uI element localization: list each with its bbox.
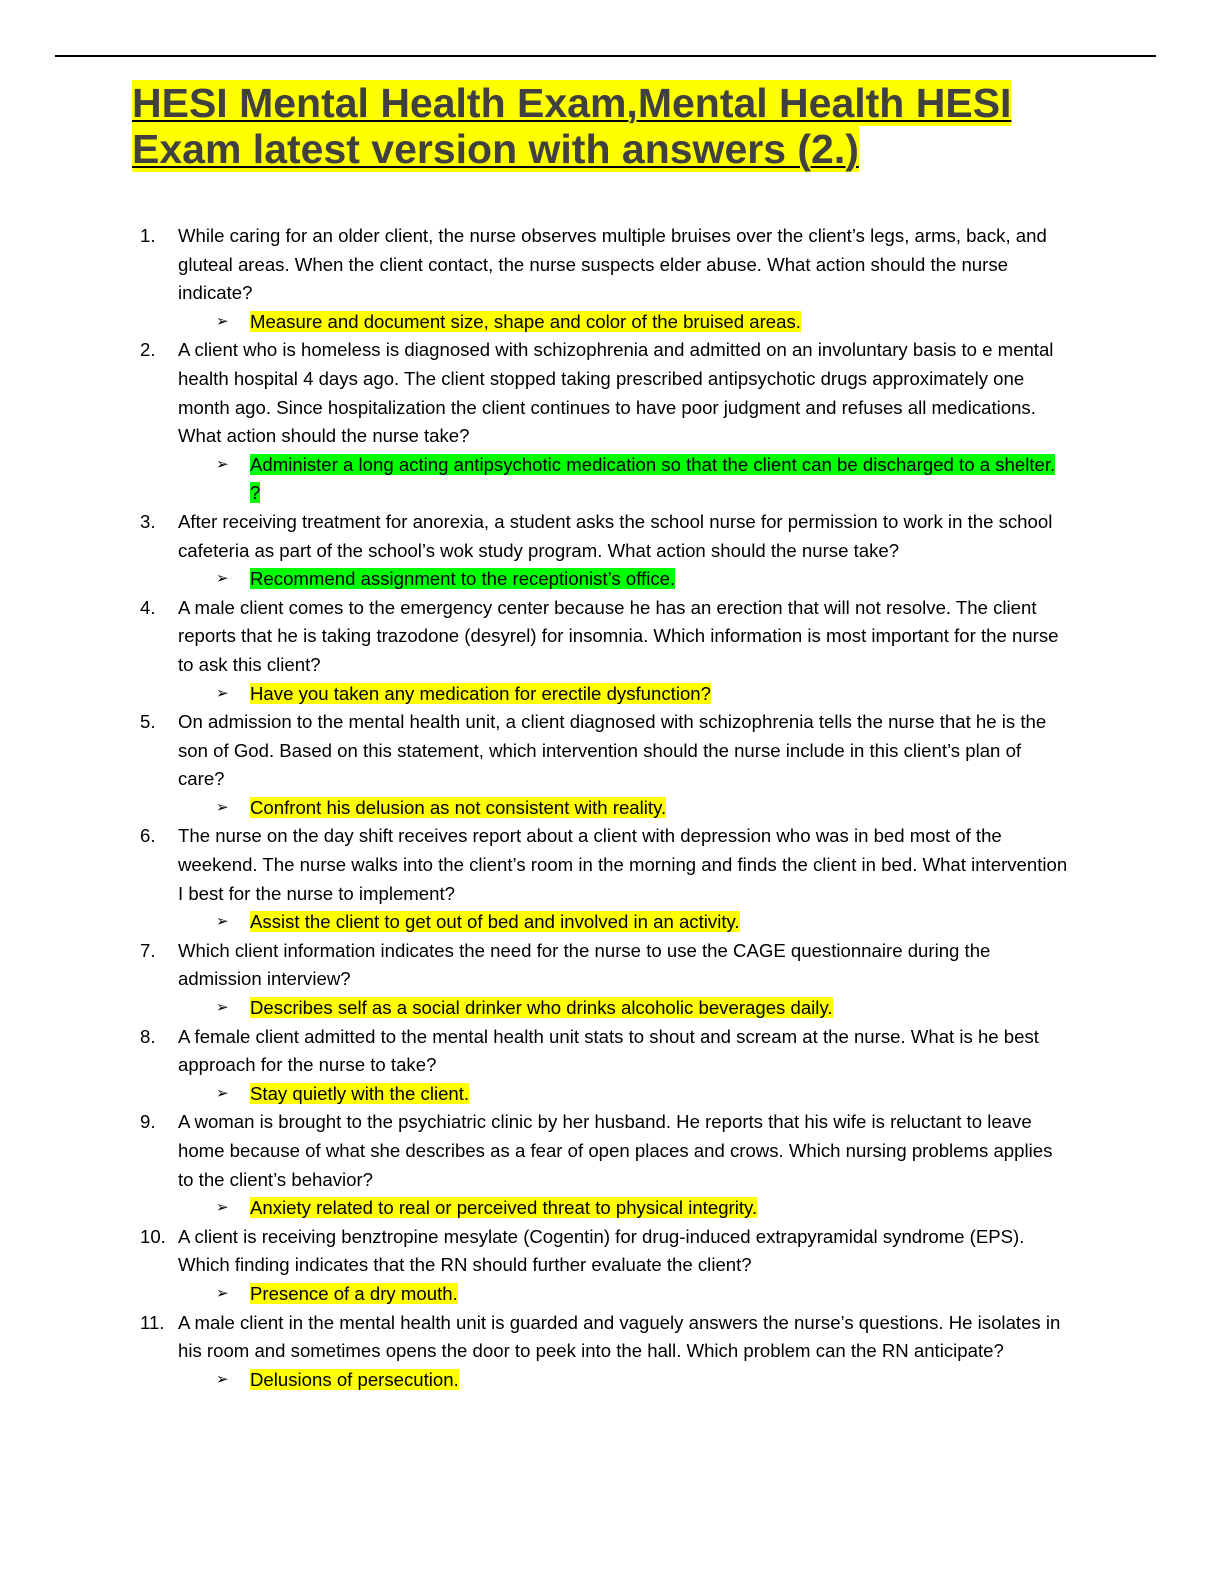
question-item: 9. A woman is brought to the psychiatric… (140, 1108, 1070, 1222)
question-item: 11. A male client in the mental health u… (140, 1309, 1070, 1395)
arrow-bullet-icon: ➢ (216, 913, 229, 931)
answer-text: Have you taken any medication for erecti… (250, 682, 711, 704)
arrow-bullet-icon: ➢ (216, 999, 229, 1017)
question-item: 4. A male client comes to the emergency … (140, 594, 1070, 708)
answer-text: Describes self as a social drinker who d… (250, 997, 833, 1019)
answer-text: Delusions of persecution. (250, 1368, 459, 1390)
answer-row: ➢ Have you taken any medication for erect… (178, 680, 1070, 709)
arrow-bullet-icon: ➢ (216, 455, 229, 473)
arrow-bullet-icon: ➢ (216, 1284, 229, 1302)
answer-row: ➢ Assist the client to get out of bed and… (178, 908, 1070, 937)
question-item: 1. While caring for an older client, the… (140, 222, 1070, 336)
question-text: A male client comes to the emergency cen… (178, 596, 1059, 675)
answer-text: Confront his delusion as not consistent … (250, 796, 667, 818)
arrow-bullet-icon: ➢ (216, 798, 229, 816)
question-text: On admission to the mental health unit, … (178, 711, 1047, 790)
question-item: 7. Which client information indicates th… (140, 937, 1070, 1023)
question-text: A woman is brought to the psychiatric cl… (178, 1111, 1053, 1190)
answer-row: ➢ Presence of a dry mouth. (178, 1280, 1070, 1309)
question-item: 2. A client who is homeless is diagnosed… (140, 336, 1070, 508)
arrow-bullet-icon: ➢ (216, 1084, 229, 1102)
answer-row: ➢ Describes self as a social drinker who … (178, 994, 1070, 1023)
question-text: A female client admitted to the mental h… (178, 1025, 1039, 1076)
question-item: 8. A female client admitted to the menta… (140, 1023, 1070, 1109)
question-text: Which client information indicates the n… (178, 939, 991, 990)
arrow-bullet-icon: ➢ (216, 312, 229, 330)
question-number: 2. (140, 339, 156, 361)
question-item: 10. A client is receiving benztropine me… (140, 1223, 1070, 1309)
arrow-bullet-icon: ➢ (216, 1199, 229, 1217)
question-list: 1. While caring for an older client, the… (140, 222, 1070, 1394)
question-number: 5. (140, 711, 156, 733)
question-number: 11. (140, 1311, 165, 1333)
answer-text: Recommend assignment to the receptionist… (250, 568, 676, 590)
question-number: 9. (140, 1111, 156, 1133)
question-number: 6. (140, 825, 156, 847)
answer-text: Measure and document size, shape and col… (250, 310, 801, 332)
answer-text: Stay quietly with the client. (250, 1082, 470, 1104)
question-number: 1. (140, 225, 156, 246)
question-item: 3. After receiving treatment for anorexi… (140, 508, 1070, 594)
question-number: 10. (140, 1225, 166, 1247)
question-text: After receiving treatment for anorexia, … (178, 510, 1053, 561)
answer-row: ➢ Administer a long acting antipsychotic … (178, 451, 1070, 508)
question-text: The nurse on the day shift receives repo… (178, 825, 1068, 904)
answer-row: ➢ Delusions of persecution. (178, 1366, 1070, 1395)
question-item: 5. On admission to the mental health uni… (140, 708, 1070, 822)
arrow-bullet-icon: ➢ (216, 1370, 229, 1388)
answer-row: ➢ Measure and document size, shape and co… (178, 308, 1070, 337)
answer-row: ➢ Confront his delusion as not consistent… (178, 794, 1070, 823)
answer-text: Assist the client to get out of bed and … (250, 911, 740, 933)
document-title: HESI Mental Health Exam,Mental Health HE… (132, 80, 1112, 172)
answer-text: Presence of a dry mouth. (250, 1282, 458, 1304)
question-number: 8. (140, 1025, 156, 1047)
title-text: HESI Mental Health Exam,Mental Health HE… (132, 80, 1012, 172)
arrow-bullet-icon: ➢ (216, 570, 229, 588)
question-number: 3. (140, 510, 156, 532)
question-text: While caring for an older client, the nu… (178, 225, 1047, 304)
answer-text: Anxiety related to real or perceived thr… (250, 1197, 758, 1219)
answer-row: ➢ Anxiety related to real or perceived th… (178, 1194, 1070, 1223)
question-text: A client is receiving benztropine mesyla… (178, 1225, 1025, 1276)
question-item: 6. The nurse on the day shift receives r… (140, 822, 1070, 936)
question-text: A client who is homeless is diagnosed wi… (178, 339, 1054, 447)
answer-row: ➢ Recommend assignment to the receptionis… (178, 565, 1070, 594)
top-rule (55, 55, 1156, 57)
answer-row: ➢ Stay quietly with the client. (178, 1080, 1070, 1109)
arrow-bullet-icon: ➢ (216, 684, 229, 702)
question-text: A male client in the mental health unit … (178, 1311, 1061, 1362)
question-number: 4. (140, 596, 156, 618)
question-number: 7. (140, 939, 156, 961)
answer-text: Administer a long acting antipsychotic m… (250, 453, 1056, 504)
